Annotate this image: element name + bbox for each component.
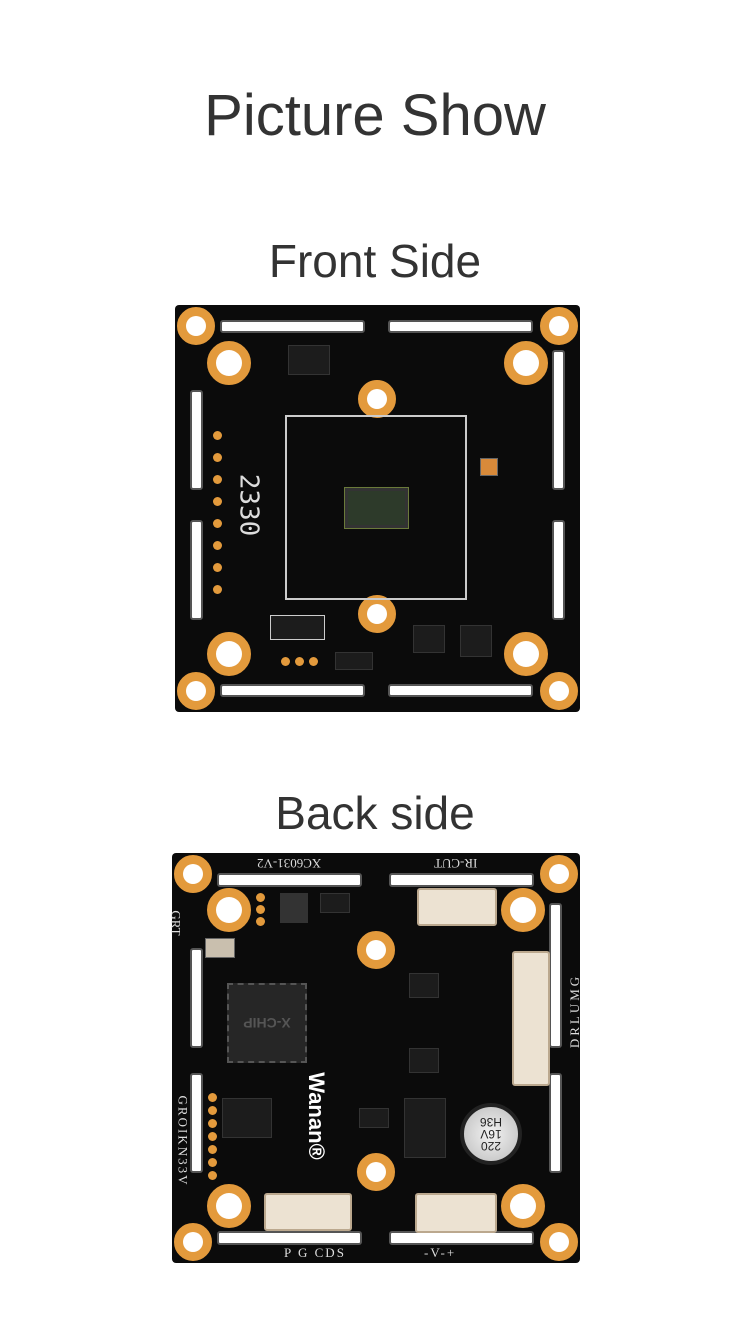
mounting-hole [207,1184,251,1228]
component [288,345,330,375]
solder-pad [213,541,222,550]
solder-pad [208,1132,217,1141]
label-grt: GRT [168,910,184,936]
mounting-hole [174,855,212,893]
mounting-hole [177,307,215,345]
component [280,893,308,923]
solder-pad [213,519,222,528]
label-v-plus: -V-+ [424,1245,457,1260]
board-slot [388,684,533,697]
solder-pad [213,585,222,594]
mounting-hole [357,931,395,969]
isp-chip: X-CHIP [227,983,307,1063]
board-slot [549,1073,562,1173]
solder-pad [213,431,222,440]
brand-logo: Wanan® [303,1072,329,1160]
solder-pad [208,1171,217,1180]
back-side-heading: Back side [275,787,475,839]
label-board-model: XC6031-V2 [257,856,322,871]
component [222,1098,272,1138]
solder-pad [295,657,304,666]
cap-label: 16V [480,1127,502,1141]
component [320,893,350,913]
board-slot [552,350,565,490]
board-slot [549,903,562,1048]
board-slot [190,390,203,490]
solder-pad [208,1158,217,1167]
component [404,1098,446,1158]
mounting-hole [207,341,251,385]
mounting-hole [504,341,548,385]
component [409,973,439,998]
solder-pad [256,905,265,914]
label-ir-cut: IR-CUT [434,856,478,871]
solder-pad [309,657,318,666]
board-slot [217,873,362,887]
power-connector [415,1193,497,1233]
solder-pad [213,475,222,484]
mounting-hole [504,632,548,676]
mounting-hole [177,672,215,710]
label-drlumg: DRLUMG [567,973,583,1049]
page-title: Picture Show [204,83,546,148]
component [460,625,492,657]
solder-pad [256,893,265,902]
board-slot [220,320,365,333]
cds-connector [264,1193,352,1231]
board-slot [190,520,203,620]
board-slot [388,320,533,333]
back-pcb-image: XC6031-V2 IR-CUT GRT DRLUMG GROIKN33V P … [169,853,583,1263]
board-slot [217,1231,362,1245]
mounting-hole [501,888,545,932]
mounting-hole [358,595,396,633]
solder-pad [208,1119,217,1128]
solder-pad [281,657,290,666]
component [205,938,235,958]
front-pcb-image: 2330 [175,305,580,712]
component [335,652,373,670]
board-slot [190,948,203,1048]
mounting-hole [540,672,578,710]
board-slot [389,873,534,887]
board-slot [190,1073,203,1173]
mounting-hole [540,1223,578,1261]
label-p-g-cds: P G CDS [284,1245,346,1260]
solder-pad [213,453,222,462]
mounting-hole [501,1184,545,1228]
solder-pad [208,1145,217,1154]
mounting-hole [540,855,578,893]
component [409,1048,439,1073]
solder-pad [208,1093,217,1102]
mounting-hole [207,888,251,932]
ir-cut-connector [417,888,497,926]
component [413,625,445,653]
mounting-hole [358,380,396,418]
mounting-hole [357,1153,395,1191]
mounting-hole [540,307,578,345]
board-slot [552,520,565,620]
silkscreen-marking: 2330 [233,473,264,537]
board-slot [220,684,365,697]
cap-label: 220 [480,1139,502,1153]
solder-pad [213,497,222,506]
component [359,1108,389,1128]
solder-pad [256,917,265,926]
cap-label: H36 [480,1115,503,1129]
front-side-heading: Front Side [268,235,482,287]
image-sensor [344,487,409,529]
component [270,615,325,640]
solder-pad [208,1106,217,1115]
mounting-hole [207,632,251,676]
component [480,458,498,476]
label-groikn33v: GROIKN33V [175,1095,191,1187]
solder-pad [213,563,222,572]
board-slot [389,1231,534,1245]
mounting-hole [174,1223,212,1261]
sensor-frame [285,415,467,600]
sensor-connector [512,951,550,1086]
